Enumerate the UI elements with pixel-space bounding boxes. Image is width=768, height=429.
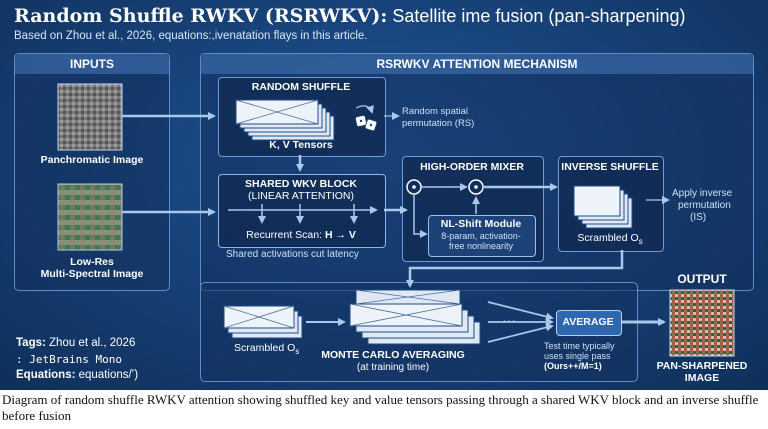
- mc-sample-stack: [350, 290, 480, 344]
- figure-caption: Diagram of random shuffle RWKV attention…: [2, 392, 766, 424]
- pan-sharpened-image: [670, 290, 734, 356]
- diagram-canvas: Random Shuffle RWKV (RSRWKV): Satellite …: [0, 0, 768, 390]
- dice-icon: [355, 115, 377, 131]
- shuffle-note-arrow: [356, 106, 372, 112]
- diagram-graphics: [0, 0, 768, 390]
- mc-arrow-1: [488, 302, 552, 318]
- multispectral-image: [58, 184, 122, 250]
- inverse-to-mc-arrow: [410, 250, 622, 286]
- mc-scrambled-stack: [224, 306, 302, 338]
- panchromatic-image: [58, 84, 122, 150]
- mc-arrow-3: [488, 326, 552, 342]
- inverse-tensor-stack: [574, 186, 632, 228]
- kv-tensor-stack: [236, 100, 334, 140]
- mixer-feedback-path: [414, 194, 426, 234]
